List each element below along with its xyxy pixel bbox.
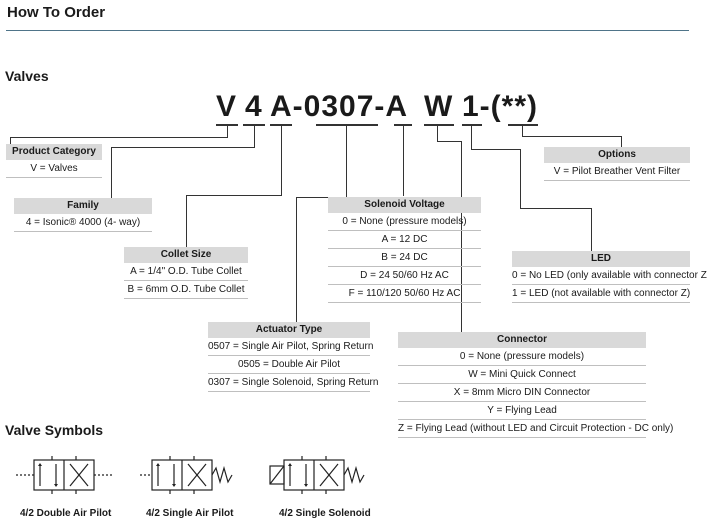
solenoid-voltage-table: Solenoid Voltage 0 = None (pressure mode… — [328, 197, 481, 303]
table-row: X = 8mm Micro DIN Connector — [398, 384, 646, 402]
options-table: Options V = Pilot Breather Vent Filter — [544, 147, 690, 181]
table-row: 0 = None (pressure models) — [398, 348, 646, 366]
code-underline — [424, 124, 454, 126]
table-row: 1 = LED (not available with connector Z) — [512, 285, 690, 303]
symbol-label-double-air-pilot: 4/2 Double Air Pilot — [20, 508, 112, 519]
led-table: LED 0 = No LED (only available with conn… — [512, 251, 707, 303]
led-header: LED — [512, 251, 690, 267]
table-row: Y = Flying Lead — [398, 402, 646, 420]
code-underline — [394, 124, 412, 126]
single-air-pilot-symbol-icon — [140, 456, 233, 494]
family-table: Family 4 = Isonic® 4000 (4- way) — [14, 198, 152, 232]
code-underline — [216, 124, 238, 126]
table-row: A = 12 DC — [328, 231, 481, 249]
connector-header: Connector — [398, 332, 646, 348]
table-row: Z = Flying Lead (without LED and Circuit… — [398, 420, 673, 438]
code-underline — [243, 124, 265, 126]
section-valve-symbols: Valve Symbols — [5, 422, 104, 438]
page-title: How To Order — [7, 4, 106, 21]
product-category-header: Product Category — [6, 144, 102, 160]
product-category-table: Product Category V = Valves — [6, 144, 102, 178]
table-row: B = 24 DC — [328, 249, 481, 267]
collet-size-table: Collet Size A = 1/4" O.D. Tube Collet B … — [124, 247, 248, 299]
code-seg-family: 4 — [245, 90, 263, 123]
table-row: A = 1/4" O.D. Tube Collet — [124, 263, 248, 281]
table-row: 0505 = Double Air Pilot — [208, 356, 370, 374]
section-valves: Valves — [5, 68, 49, 84]
symbol-label-single-air-pilot: 4/2 Single Air Pilot — [146, 508, 234, 519]
family-header: Family — [14, 198, 152, 214]
table-row: D = 24 50/60 Hz AC — [328, 267, 481, 285]
double-air-pilot-symbol-icon — [16, 456, 112, 494]
collet-size-header: Collet Size — [124, 247, 248, 263]
table-row: B = 6mm O.D. Tube Collet — [124, 281, 248, 299]
table-row: W = Mini Quick Connect — [398, 366, 646, 384]
code-underline — [270, 124, 292, 126]
single-solenoid-symbol-icon — [269, 456, 365, 494]
code-underline — [462, 124, 482, 126]
code-seg-connector: W — [424, 90, 454, 123]
code-underline — [508, 124, 538, 126]
table-row: V = Valves — [6, 160, 102, 178]
actuator-type-header: Actuator Type — [208, 322, 370, 338]
table-row: V = Pilot Breather Vent Filter — [544, 163, 690, 181]
table-row: F = 110/120 50/60 Hz AC — [328, 285, 481, 303]
table-row: 0507 = Single Air Pilot, Spring Return — [208, 338, 373, 356]
code-underline — [316, 124, 378, 126]
symbol-label-single-solenoid: 4/2 Single Solenoid — [279, 508, 371, 519]
solenoid-voltage-header: Solenoid Voltage — [328, 197, 481, 213]
connector-table: Connector 0 = None (pressure models) W =… — [398, 332, 673, 438]
code-seg-led-options: 1-(**) — [462, 90, 539, 123]
title-divider — [6, 30, 689, 31]
table-row: 0 = No LED (only available with connecto… — [512, 267, 707, 285]
code-seg-collet-actuator-voltage: A-0307-A — [270, 90, 409, 123]
code-seg-product: V — [216, 90, 238, 123]
actuator-type-table: Actuator Type 0507 = Single Air Pilot, S… — [208, 322, 378, 392]
table-row: 0307 = Single Solenoid, Spring Return — [208, 374, 378, 392]
table-row: 0 = None (pressure models) — [328, 213, 481, 231]
table-row: 4 = Isonic® 4000 (4- way) — [14, 214, 152, 232]
options-header: Options — [544, 147, 690, 163]
